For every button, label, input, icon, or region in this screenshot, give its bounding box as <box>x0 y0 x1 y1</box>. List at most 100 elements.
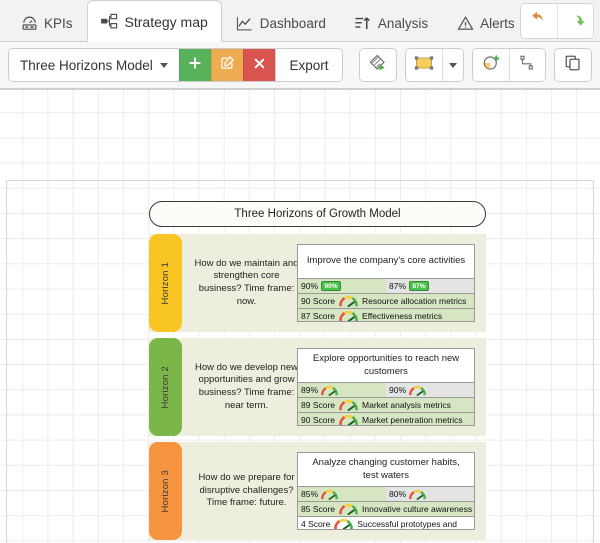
gauge-icon <box>339 399 358 411</box>
percent-cell-lagging: 90% <box>386 383 474 397</box>
redo-button[interactable] <box>557 4 593 38</box>
bars-arrow-icon <box>354 15 372 33</box>
circle-plus-icon <box>482 54 500 77</box>
redo-arrow-icon <box>568 11 585 32</box>
percent-value: 90% <box>301 281 319 291</box>
history-buttons <box>520 3 594 39</box>
auto-layout-button[interactable] <box>359 49 396 81</box>
horizon-label: Horizon 3 <box>160 469 171 513</box>
metric-name: Effectiveness metrics <box>362 311 443 321</box>
percent-value: 85% <box>301 489 319 499</box>
metric-row[interactable]: 90 Score Resource allocation metrics <box>298 293 474 308</box>
percent-cell-lagging: 87% 87% <box>386 279 474 293</box>
percent-value: 80% <box>389 489 407 499</box>
gauge-icon <box>409 489 426 500</box>
metric-row[interactable]: 4 Score Successful prototypes and <box>298 516 474 529</box>
gauge-icon <box>339 414 358 425</box>
tab-dashboard[interactable]: Dashboard <box>222 5 340 41</box>
horizon-label: Horizon 2 <box>160 365 171 409</box>
tab-label: Dashboard <box>259 16 326 31</box>
tab-alerts[interactable]: Alerts <box>442 5 529 41</box>
tab-label: Analysis <box>377 16 429 31</box>
undo-button[interactable] <box>521 4 557 38</box>
chevron-down-icon <box>448 62 457 68</box>
edit-button[interactable] <box>211 49 244 81</box>
percent-value: 90% <box>389 385 407 395</box>
metric-row[interactable]: 87 Score Effectiveness metrics <box>298 308 474 321</box>
percent-cell-leading: 85% <box>298 487 386 501</box>
percent-badge: 90% <box>321 281 342 291</box>
map-title-text: Three Horizons of Growth Model <box>234 208 401 220</box>
gauge-icon <box>334 518 354 529</box>
metric-score: 90 Score <box>301 296 336 306</box>
canvas-frame <box>6 180 594 543</box>
undo-arrow-icon <box>531 11 547 32</box>
tab-analysis[interactable]: Analysis <box>340 5 442 41</box>
horizon-label: Horizon 1 <box>160 261 171 305</box>
metric-name: Market analysis metrics <box>362 400 451 410</box>
style-tool-group <box>404 48 464 82</box>
metric-row[interactable]: 90 Score Market penetration metrics <box>298 412 474 425</box>
metric-score: 4 Score <box>301 519 331 529</box>
objective-title: Improve the company’s core activities <box>298 245 474 278</box>
copy-button[interactable] <box>554 49 591 81</box>
tab-label: Strategy map <box>124 13 208 30</box>
node-tool-group <box>471 48 546 82</box>
horizon-panel-2[interactable]: Horizon 2 How do we develop new opportun… <box>149 338 486 436</box>
diamond-play-icon <box>369 54 387 77</box>
connector-icon <box>518 54 536 77</box>
percent-cell-leading: 90% 90% <box>298 279 386 293</box>
objective-card-2[interactable]: Explore opportunities to reach new custo… <box>297 348 475 426</box>
metric-name: Resource allocation metrics <box>362 296 467 306</box>
map-title[interactable]: Three Horizons of Growth Model <box>149 201 486 227</box>
horizon-panel-1[interactable]: Horizon 1 How do we maintain and strengt… <box>149 234 486 332</box>
copy-icon <box>564 54 582 77</box>
metric-score: 87 Score <box>301 311 336 321</box>
objective-card-3[interactable]: Analyze changing customer habits, test w… <box>297 452 475 530</box>
metric-name: Market penetration metrics <box>362 415 463 425</box>
export-button[interactable]: Export <box>275 49 342 81</box>
percent-cell-lagging: 80% <box>386 487 474 501</box>
horizon-bar-1: Horizon 1 <box>149 234 182 332</box>
delete-button[interactable] <box>243 49 276 81</box>
percent-value: 89% <box>301 385 319 395</box>
tab-strategy-map[interactable]: Strategy map <box>86 0 222 42</box>
export-label: Export <box>289 57 329 73</box>
pencil-square-icon <box>220 55 235 75</box>
main-tabbar: KPIs Strategy map Dashboard <box>0 0 600 42</box>
percent-badge: 87% <box>409 281 430 291</box>
metric-score: 90 Score <box>301 415 336 425</box>
metric-score: 89 Score <box>301 400 336 410</box>
gauge-icon <box>321 489 338 500</box>
horizon-question-1: How do we maintain and strengthen core b… <box>194 257 299 307</box>
gauge-icon <box>321 385 338 396</box>
objective-title: Explore opportunities to reach new custo… <box>298 349 474 382</box>
shape-style-button[interactable] <box>405 49 442 81</box>
filled-rect-icon <box>414 55 434 76</box>
close-icon <box>253 55 266 75</box>
layout-tool-group <box>358 48 397 82</box>
percent-row: 90% 90% 87% 87% <box>298 278 474 293</box>
add-button[interactable] <box>178 49 212 81</box>
add-connector-button[interactable] <box>508 49 545 81</box>
metric-row[interactable]: 89 Score Market analysis metrics <box>298 397 474 412</box>
horizon-bar-2: Horizon 2 <box>149 338 182 436</box>
sitemap-icon <box>101 13 119 31</box>
gauge-icon <box>409 385 426 396</box>
chevron-down-icon <box>159 62 168 68</box>
model-selector[interactable]: Three Horizons Model <box>9 49 179 81</box>
tab-label: Alerts <box>480 16 515 31</box>
add-node-button[interactable] <box>472 49 509 81</box>
shape-style-dropdown[interactable] <box>441 49 463 81</box>
editor-toolbar: Three Horizons Model <box>0 42 600 89</box>
objective-card-1[interactable]: Improve the company’s core activities 90… <box>297 244 475 322</box>
linechart-icon <box>236 15 254 33</box>
model-name: Three Horizons Model <box>20 57 153 73</box>
horizon-panel-3[interactable]: Horizon 3 How do we prepare for disrupti… <box>149 442 486 540</box>
tab-kpis[interactable]: KPIs <box>6 5 87 41</box>
gauge-icon <box>339 310 358 321</box>
strategy-map-canvas[interactable]: Three Horizons of Growth Model Horizon 1… <box>0 89 600 543</box>
metric-row[interactable]: 85 Score Innovative culture awareness <box>298 501 474 516</box>
metric-score: 85 Score <box>301 504 336 514</box>
percent-row: 85% 80% <box>298 486 474 501</box>
